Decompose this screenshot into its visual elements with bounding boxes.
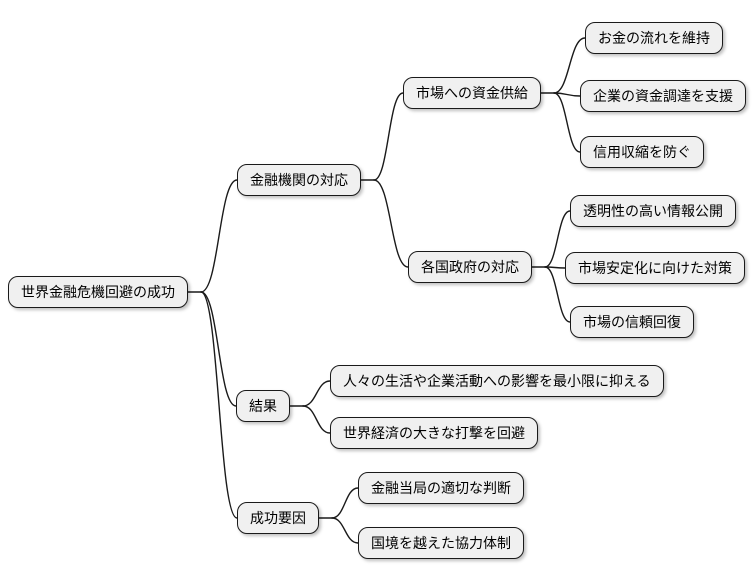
mindmap-edge (544, 210, 571, 268)
mindmap-edge (553, 92, 581, 97)
node-success-factors[interactable]: 成功要因 (237, 502, 319, 534)
node-transparent-information-disclosure[interactable]: 透明性の高い情報公開 (570, 195, 736, 227)
node-avoid-major-blow-to-world-economy[interactable]: 世界経済の大きな打撃を回避 (330, 417, 538, 449)
mindmap-edge (553, 37, 586, 94)
node-market-fund-supply[interactable]: 市場への資金供給 (403, 77, 541, 109)
mindmap-edge (373, 92, 404, 181)
node-authorities-appropriate-judgment[interactable]: 金融当局の適切な判断 (358, 472, 524, 504)
mindmap-edge (200, 179, 238, 293)
node-prevent-credit-contraction[interactable]: 信用収縮を防ぐ (580, 136, 704, 168)
mindmap-edge (373, 179, 409, 268)
node-governments-response[interactable]: 各国政府の対応 (408, 251, 532, 283)
node-minimize-impact-on-lives-and-business[interactable]: 人々の生活や企業活動への影響を最小限に抑える (330, 365, 664, 397)
mindmap-edge (302, 380, 331, 407)
node-financial-institutions-response[interactable]: 金融機関の対応 (237, 164, 361, 196)
node-maintain-money-flow[interactable]: お金の流れを維持 (585, 22, 723, 54)
mindmap-edge (331, 517, 359, 544)
mindmap-edge (544, 266, 571, 323)
node-restore-market-confidence[interactable]: 市場の信頼回復 (570, 306, 694, 338)
node-support-corporate-financing[interactable]: 企業の資金調達を支援 (580, 80, 746, 112)
mindmap-edge (553, 92, 581, 153)
mindmap-edge (331, 487, 359, 519)
node-results[interactable]: 結果 (236, 390, 290, 422)
mindmap-edge (200, 291, 237, 407)
node-global-financial-crisis-avoidance-success[interactable]: 世界金融危機回避の成功 (8, 276, 188, 308)
mindmap-edge (302, 405, 331, 434)
node-market-stabilization-measures[interactable]: 市場安定化に向けた対策 (565, 252, 745, 284)
mindmap-edge (200, 291, 238, 519)
node-cross-border-cooperation[interactable]: 国境を越えた協力体制 (358, 527, 524, 559)
